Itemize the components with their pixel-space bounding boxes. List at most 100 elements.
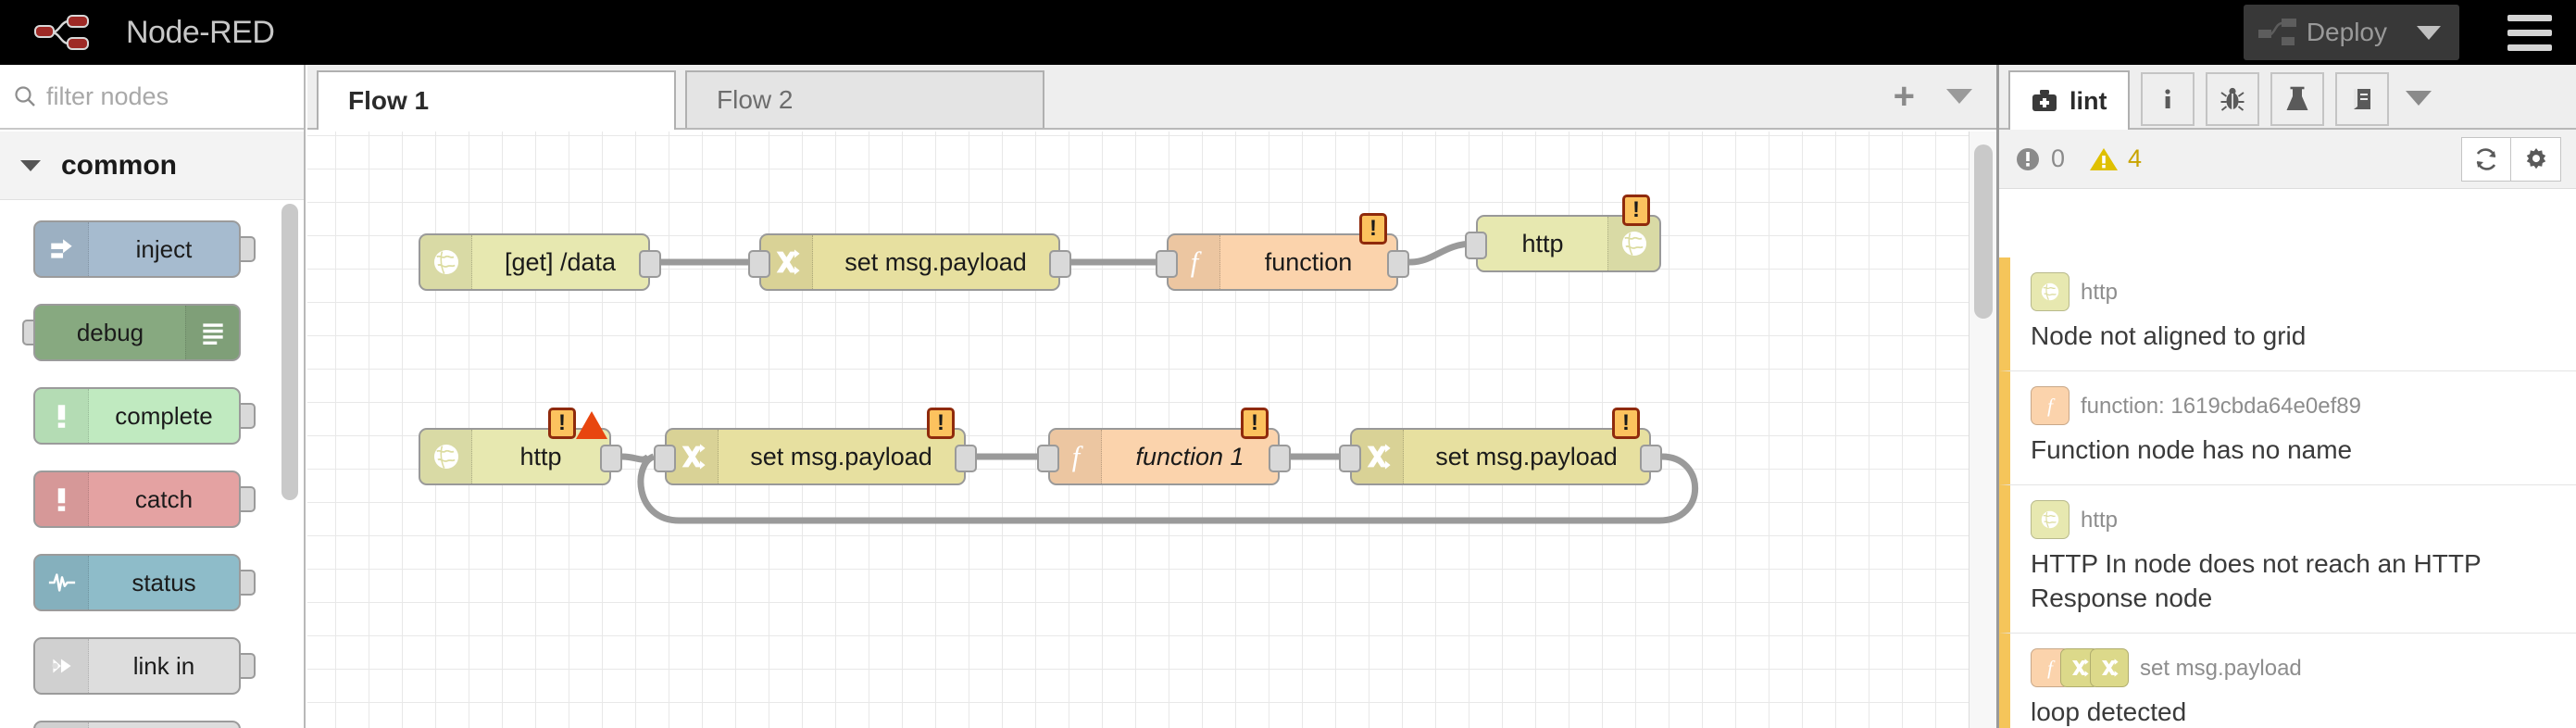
lint-node-chip-stack [2031, 272, 2070, 313]
flow-node-n3[interactable]: f function ! [1156, 213, 1409, 291]
sidebar-tabs-chevron-down-icon[interactable] [2405, 91, 2432, 106]
node-input-port[interactable] [1339, 445, 1361, 472]
sidebar-tab-testing[interactable] [2270, 72, 2324, 126]
lint-node-name: http [2081, 280, 2119, 305]
pulse-wave-icon [35, 556, 89, 609]
node-warning-badge[interactable]: ! [927, 408, 955, 439]
svg-text:f: f [2047, 395, 2056, 417]
node-input-port[interactable] [1037, 445, 1059, 472]
palette-node-link-in[interactable]: link in [0, 637, 304, 711]
lint-message: HTTP In node does not reach an HTTP Resp… [2031, 548, 2482, 613]
node-output-port[interactable] [1640, 445, 1662, 472]
palette-node-debug[interactable]: debug [0, 304, 304, 378]
globe-icon [2031, 499, 2070, 539]
palette-node-catch[interactable]: catch [0, 471, 304, 545]
node-warning-badge[interactable]: ! [1612, 408, 1640, 439]
sidebar-tab-library[interactable] [2334, 72, 2389, 126]
palette-node-label: complete [115, 401, 213, 430]
node-output-port[interactable] [1049, 250, 1071, 278]
flow-node-n2[interactable]: set msg.payload [748, 233, 1071, 291]
svg-text:f: f [1190, 246, 1202, 278]
flow-node-n6[interactable]: set msg.payload ! [654, 408, 977, 485]
flow-node-label: set msg.payload [844, 247, 1027, 276]
palette-node-body[interactable]: catch [33, 471, 241, 528]
canvas-scrollbar-thumb[interactable] [1974, 144, 1993, 319]
change-icon [1352, 430, 1404, 483]
node-warning-badge[interactable]: ! [1622, 195, 1650, 226]
sidebar-tab-lint[interactable]: lint [2008, 70, 2130, 130]
node-output-port[interactable] [955, 445, 977, 472]
add-flow-button[interactable]: + [1893, 76, 1915, 117]
lint-message: loop detected [2031, 697, 2187, 727]
node-input-port[interactable] [1465, 232, 1487, 259]
svg-text:f: f [2047, 657, 2056, 679]
palette-scrollbar-thumb[interactable] [281, 204, 298, 500]
hamburger-line [2507, 14, 2552, 21]
filter-nodes-input[interactable] [46, 82, 291, 111]
deploy-button[interactable]: Deploy [2243, 5, 2459, 60]
deploy-label: Deploy [2306, 18, 2387, 46]
svg-text:f: f [1071, 441, 1083, 472]
lint-item-header: f set msg.payload [2031, 648, 2556, 689]
lint-item[interactable]: http Node not aligned to grid [1999, 257, 2576, 371]
flow-node-n8[interactable]: set msg.payload ! [1339, 408, 1662, 485]
node-output-port[interactable] [639, 250, 661, 278]
flow-tab-2[interactable]: Flow 2 [685, 70, 1044, 128]
flow-tab-1[interactable]: Flow 1 [317, 70, 676, 130]
error-circle-icon [2017, 147, 2039, 170]
lint-item[interactable]: f set msg.payload loop detected [1999, 634, 2576, 728]
palette-node-body[interactable]: debug [33, 304, 241, 361]
flow-node-body: set msg.payload [667, 430, 964, 483]
palette-category-common[interactable]: common [0, 132, 304, 200]
flow-node-n5[interactable]: http ! [419, 408, 622, 485]
lint-toolbar: 0 4 [1999, 130, 2576, 189]
node-warning-badge[interactable]: ! [1241, 408, 1269, 439]
flow-node-n1[interactable]: [get] /data [419, 233, 661, 291]
inject-arrow-icon [35, 222, 89, 276]
node-warning-badge[interactable]: ! [548, 408, 576, 439]
brand: Node-RED [0, 12, 275, 53]
palette-node-body[interactable]: complete [33, 387, 241, 445]
sidebar-tab-debug[interactable] [2205, 72, 2259, 126]
palette-scroll-area[interactable]: common inject debug complete catch statu… [0, 132, 304, 728]
node-input-port[interactable] [748, 250, 770, 278]
palette-node-body[interactable]: status [33, 554, 241, 611]
node-input-port[interactable] [1156, 250, 1178, 278]
palette-node-label: catch [134, 484, 194, 513]
sidebar-tab-info[interactable] [2140, 72, 2195, 126]
palette-node-link-call[interactable]: link call [0, 721, 304, 728]
lint-issue-list[interactable]: http Node not aligned to grid f function… [1999, 257, 2576, 728]
canvas-vertical-scrollbar[interactable] [1969, 132, 1996, 728]
flow-node-n7[interactable]: f function 1 ! [1037, 408, 1291, 485]
palette-node-status[interactable]: status [0, 554, 304, 628]
palette-category-label: common [61, 149, 178, 181]
change-icon [2090, 648, 2129, 688]
palette-node-complete[interactable]: complete [0, 387, 304, 461]
flow-node-n4[interactable]: http ! [1465, 195, 1661, 272]
chevron-down-icon[interactable] [2417, 25, 2441, 40]
node-palette: common inject debug complete catch statu… [0, 65, 306, 728]
flow-node-body: http [1478, 217, 1659, 270]
flow-canvas[interactable]: [get] /data set msg.payload f function !… [307, 132, 1996, 728]
lint-item[interactable]: http HTTP In node does not reach an HTTP… [1999, 484, 2576, 634]
lint-item[interactable]: f function: 1619cbda64e0ef89 Function no… [1999, 370, 2576, 485]
palette-node-body[interactable]: inject [33, 220, 241, 278]
lint-message: Function node has no name [2031, 434, 2353, 464]
function-icon: f [2031, 385, 2070, 425]
node-output-port[interactable] [600, 445, 622, 472]
lint-node-name: http [2081, 507, 2119, 533]
hamburger-menu-icon[interactable] [2483, 0, 2576, 65]
palette-node-body[interactable]: link call [33, 721, 241, 728]
node-output-port[interactable] [1269, 445, 1291, 472]
palette-node-inject[interactable]: inject [0, 220, 304, 295]
flow-list-chevron-down-icon[interactable] [1946, 89, 1972, 104]
node-warning-badge[interactable]: ! [1359, 213, 1387, 245]
refresh-button[interactable] [2461, 136, 2511, 182]
node-error-triangle-icon[interactable] [576, 411, 607, 439]
node-output-port[interactable] [1387, 250, 1409, 278]
gear-icon [2526, 147, 2545, 169]
chevron-down-icon [20, 159, 41, 171]
lint-settings-button[interactable] [2511, 136, 2561, 182]
node-input-port[interactable] [654, 445, 676, 472]
palette-node-body[interactable]: link in [33, 637, 241, 695]
